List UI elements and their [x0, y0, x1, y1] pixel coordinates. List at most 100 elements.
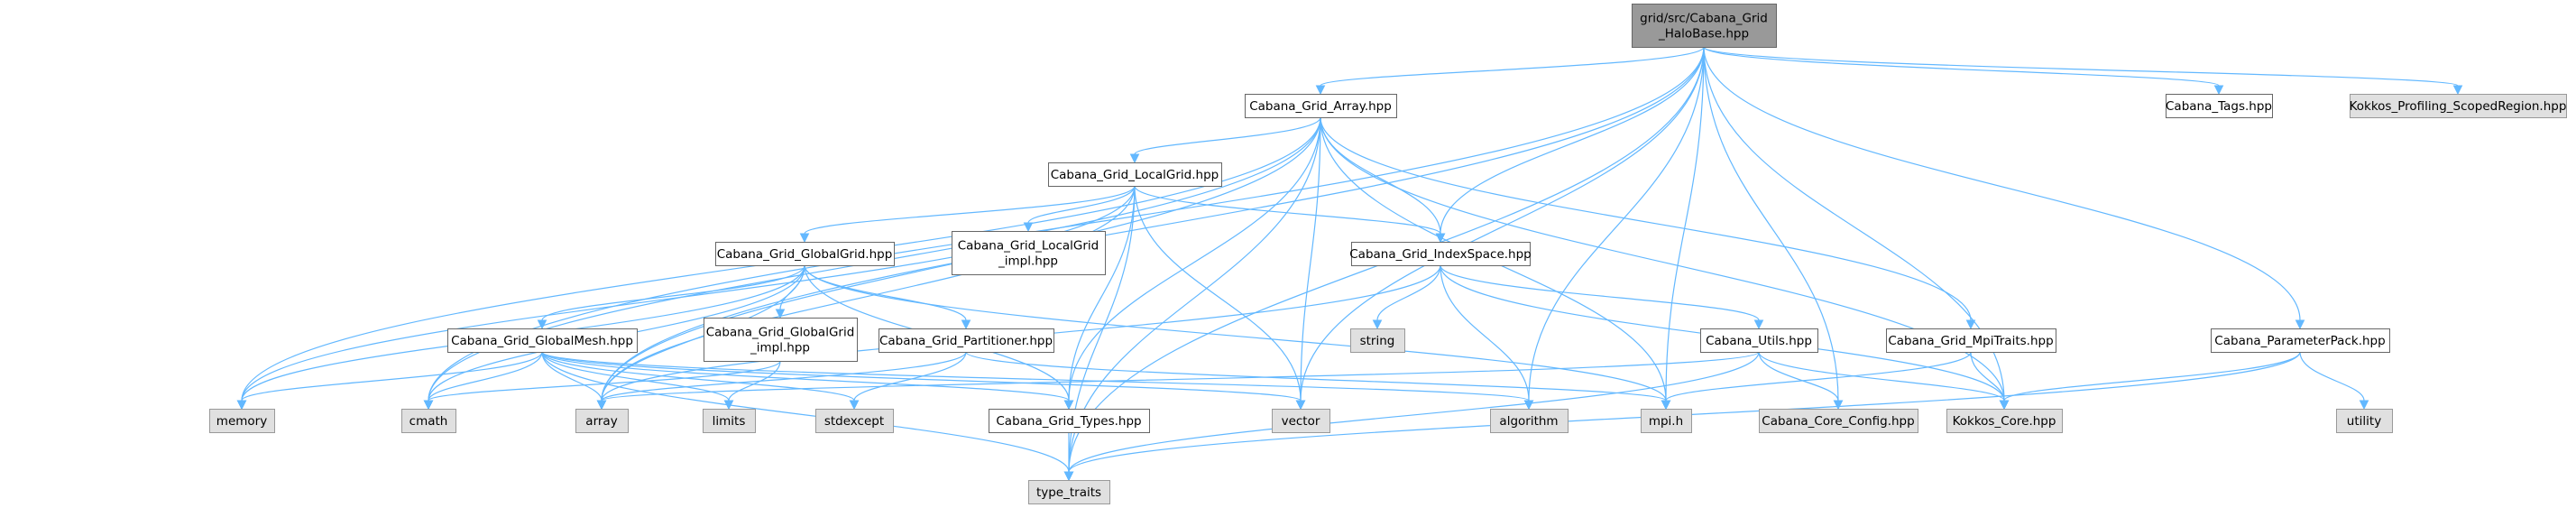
edge-root-to-parampack	[1703, 46, 2301, 321]
node-box	[879, 328, 1054, 353]
edge-localgrid-to-indexspace	[1134, 185, 1441, 235]
node-box	[703, 409, 756, 433]
edge-globalmesh-to-algorithm	[541, 351, 1530, 402]
edge-root-to-indexspace	[1440, 46, 1705, 235]
edge-parampack-to-utility	[2299, 351, 2365, 402]
edge-arrowhead	[2295, 319, 2305, 330]
node-stdexcept: stdexcept	[815, 409, 894, 433]
node-label: Cabana_Utils.hpp	[1706, 334, 1812, 348]
node-label: mpi.h	[1649, 414, 1683, 429]
edge-root-to-core_config	[1703, 46, 1839, 402]
edge-partitioner-to-stdexcept	[853, 351, 967, 402]
edge-localgrid-to-globalgrid	[804, 185, 1136, 235]
edge-localgrid-to-vector	[1134, 185, 1302, 402]
edge-localgrid-to-memory	[241, 185, 1136, 402]
edge-root-to-array_hpp	[1320, 46, 1705, 87]
node-localgrid_impl[interactable]: Cabana_Grid_LocalGrid_impl.hpp	[952, 231, 1106, 275]
node-limits: limits	[703, 409, 756, 433]
edge-indexspace-to-algorithm	[1440, 264, 1530, 402]
node-label: utility	[2347, 414, 2381, 429]
node-box	[1632, 4, 1777, 48]
edge-arrowhead	[537, 319, 547, 330]
edge-arrowhead	[1372, 319, 1383, 330]
node-globalgrid_impl[interactable]: Cabana_Grid_GlobalGrid_impl.hpp	[704, 318, 858, 362]
node-box	[1272, 409, 1330, 433]
node-tags[interactable]: Cabana_Tags.hpp	[2166, 94, 2273, 118]
node-algorithm: algorithm	[1490, 409, 1569, 433]
node-utils[interactable]: Cabana_Utils.hpp	[1700, 328, 1818, 353]
node-box	[1245, 94, 1397, 118]
node-mpi: mpi.h	[1641, 409, 1692, 433]
node-label: Kokkos_Core.hpp	[1953, 414, 2056, 429]
edge-root-to-kokkos_prof	[1703, 46, 2459, 87]
dependency-nodes: grid/src/Cabana_Grid_HaloBase.hppCabana_…	[209, 4, 2567, 504]
edge-globalgrid_impl-to-limits	[728, 360, 781, 402]
node-label: _HaloBase.hpp	[1658, 27, 1749, 42]
edge-globalmesh-to-type_traits	[541, 351, 1070, 473]
edge-root-to-array	[601, 46, 1705, 402]
edge-root-to-vector	[1300, 46, 1705, 402]
node-box	[704, 318, 858, 362]
edge-partitioner-to-mpi	[965, 351, 1667, 402]
node-indexspace[interactable]: Cabana_Grid_IndexSpace.hpp	[1349, 242, 1532, 266]
node-parampack[interactable]: Cabana_ParameterPack.hpp	[2211, 328, 2390, 353]
node-types[interactable]: Cabana_Grid_Types.hpp	[989, 409, 1150, 433]
node-vector: vector	[1272, 409, 1330, 433]
node-label: Cabana_Grid_Array.hpp	[1249, 99, 1392, 114]
node-array: array	[575, 409, 629, 433]
node-box	[2336, 409, 2393, 433]
edge-arrowhead	[596, 400, 607, 411]
edge-indexspace-to-utils	[1440, 264, 1760, 321]
edge-arrowhead	[2359, 400, 2369, 411]
edge-globalmesh-to-array	[541, 351, 603, 402]
node-label: cmath	[409, 414, 448, 429]
edge-arrowhead	[423, 400, 434, 411]
edge-globalmesh-to-types	[541, 351, 1070, 402]
edge-arrowhead	[1023, 222, 1034, 233]
edge-localgrid-to-localgrid_impl	[1027, 185, 1136, 224]
node-label: algorithm	[1499, 414, 1558, 429]
edge-array_hpp-to-types	[1068, 116, 1321, 402]
node-label: array	[585, 414, 617, 429]
node-localgrid[interactable]: Cabana_Grid_LocalGrid.hpp	[1048, 162, 1222, 187]
edge-arrowhead	[2452, 85, 2463, 96]
node-label: Cabana_Core_Config.hpp	[1762, 414, 1914, 429]
node-globalgrid[interactable]: Cabana_Grid_GlobalGrid.hpp	[715, 242, 895, 266]
node-box	[1641, 409, 1692, 433]
node-label: Cabana_ParameterPack.hpp	[2214, 334, 2385, 348]
node-type_traits: type_traits	[1028, 480, 1110, 504]
node-globalmesh[interactable]: Cabana_Grid_GlobalMesh.hpp	[447, 328, 638, 353]
node-box	[447, 328, 638, 353]
node-box	[1946, 409, 2063, 433]
node-partitioner[interactable]: Cabana_Grid_Partitioner.hpp	[879, 328, 1054, 353]
edge-utils-to-core_config	[1758, 351, 1839, 402]
edge-arrowhead	[1435, 233, 1446, 244]
node-label: Cabana_Grid_LocalGrid.hpp	[1051, 168, 1219, 182]
node-box	[1350, 328, 1405, 353]
edge-arrowhead	[1965, 319, 1976, 330]
node-root[interactable]: grid/src/Cabana_Grid_HaloBase.hpp	[1632, 4, 1777, 48]
edge-arrowhead	[849, 400, 860, 411]
edge-arrowhead	[961, 319, 971, 330]
node-array_hpp[interactable]: Cabana_Grid_Array.hpp	[1245, 94, 1397, 118]
node-label: type_traits	[1036, 485, 1101, 500]
node-memory: memory	[209, 409, 275, 433]
edge-arrowhead	[236, 400, 247, 411]
edge-globalmesh-to-memory	[241, 351, 543, 402]
node-cmath: cmath	[401, 409, 456, 433]
node-box	[209, 409, 275, 433]
node-label: _impl.hpp	[998, 254, 1058, 269]
edge-root-to-mpi	[1665, 46, 1705, 402]
edge-partitioner-to-array	[601, 351, 967, 402]
node-mpitraits[interactable]: Cabana_Grid_MpiTraits.hpp	[1886, 328, 2056, 353]
node-label: Cabana_Grid_GlobalGrid.hpp	[717, 247, 893, 262]
edge-utils-to-kokkos_core	[1758, 351, 2005, 402]
edge-arrowhead	[1999, 400, 2010, 411]
edge-array_hpp-to-vector	[1300, 116, 1321, 402]
edge-globalmesh-to-limits	[541, 351, 730, 402]
edge-array_hpp-to-localgrid	[1134, 116, 1321, 155]
edge-arrowhead	[1661, 400, 1671, 411]
edge-parampack-to-kokkos_core	[2003, 351, 2301, 402]
node-label: Cabana_Grid_Types.hpp	[996, 414, 1141, 429]
